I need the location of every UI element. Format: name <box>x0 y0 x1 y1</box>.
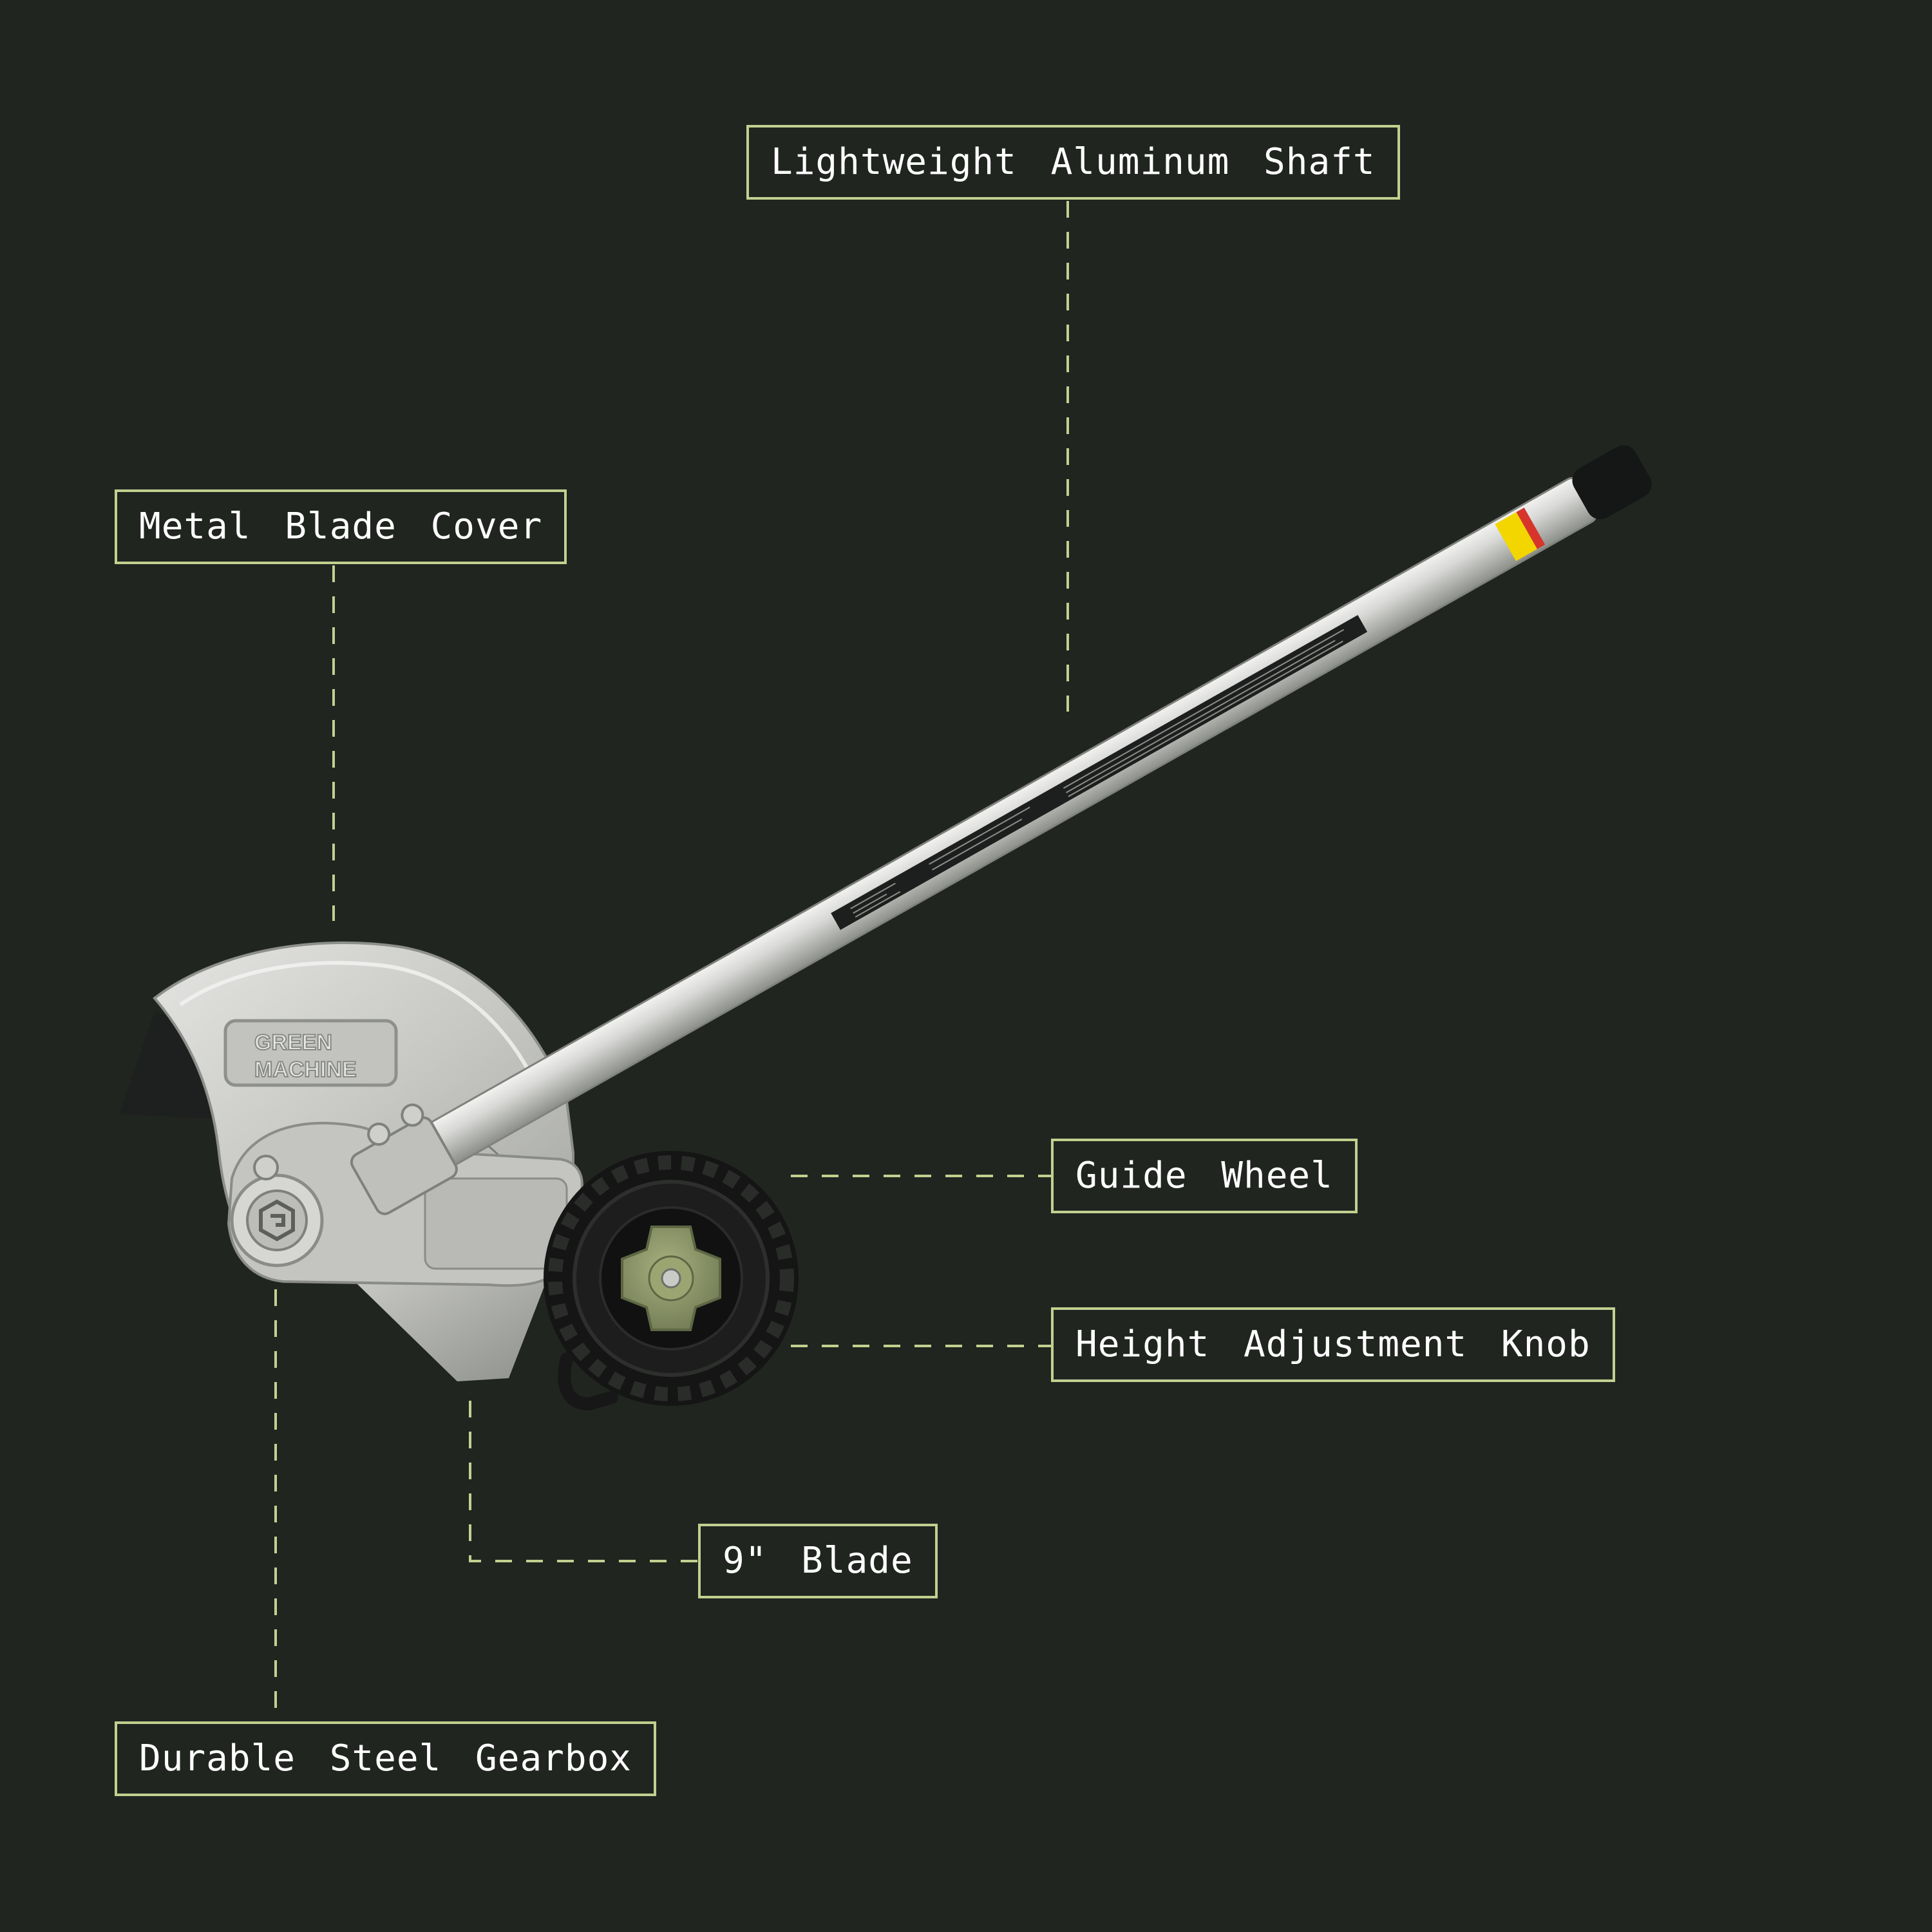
blade-edge-bottom <box>335 1262 547 1381</box>
blade-guard-rim <box>179 961 536 1083</box>
logo-line-1: GREEN <box>254 1030 332 1055</box>
guide-wheel <box>544 1151 799 1411</box>
shaft-marker-yellow <box>1495 512 1537 562</box>
wheel-bracket <box>558 1352 618 1411</box>
gearbox-logo-icon <box>259 1199 295 1242</box>
label-durable-steel-gearbox: Durable Steel Gearbox <box>115 1721 657 1796</box>
shaft <box>350 445 1652 1215</box>
shaft-marker-red <box>1516 507 1546 549</box>
label-9-inch-blade: 9" Blade <box>698 1524 938 1598</box>
label-lightweight-aluminum-shaft: Lightweight Aluminum Shaft <box>746 125 1400 200</box>
label-guide-wheel: Guide Wheel <box>1051 1139 1358 1213</box>
label-height-adjustment-knob: Height Adjustment Knob <box>1051 1307 1615 1382</box>
shaft-end-cap <box>1572 445 1652 520</box>
gearbox-bolt <box>253 1155 279 1180</box>
height-adjustment-knob <box>621 1226 721 1331</box>
logo-plate <box>223 1019 398 1087</box>
gearbox-panel <box>424 1177 568 1270</box>
blade-leader <box>469 1401 698 1562</box>
label-metal-blade-cover: Metal Blade Cover <box>115 489 567 564</box>
logo-line-2: MACHINE <box>254 1057 357 1082</box>
